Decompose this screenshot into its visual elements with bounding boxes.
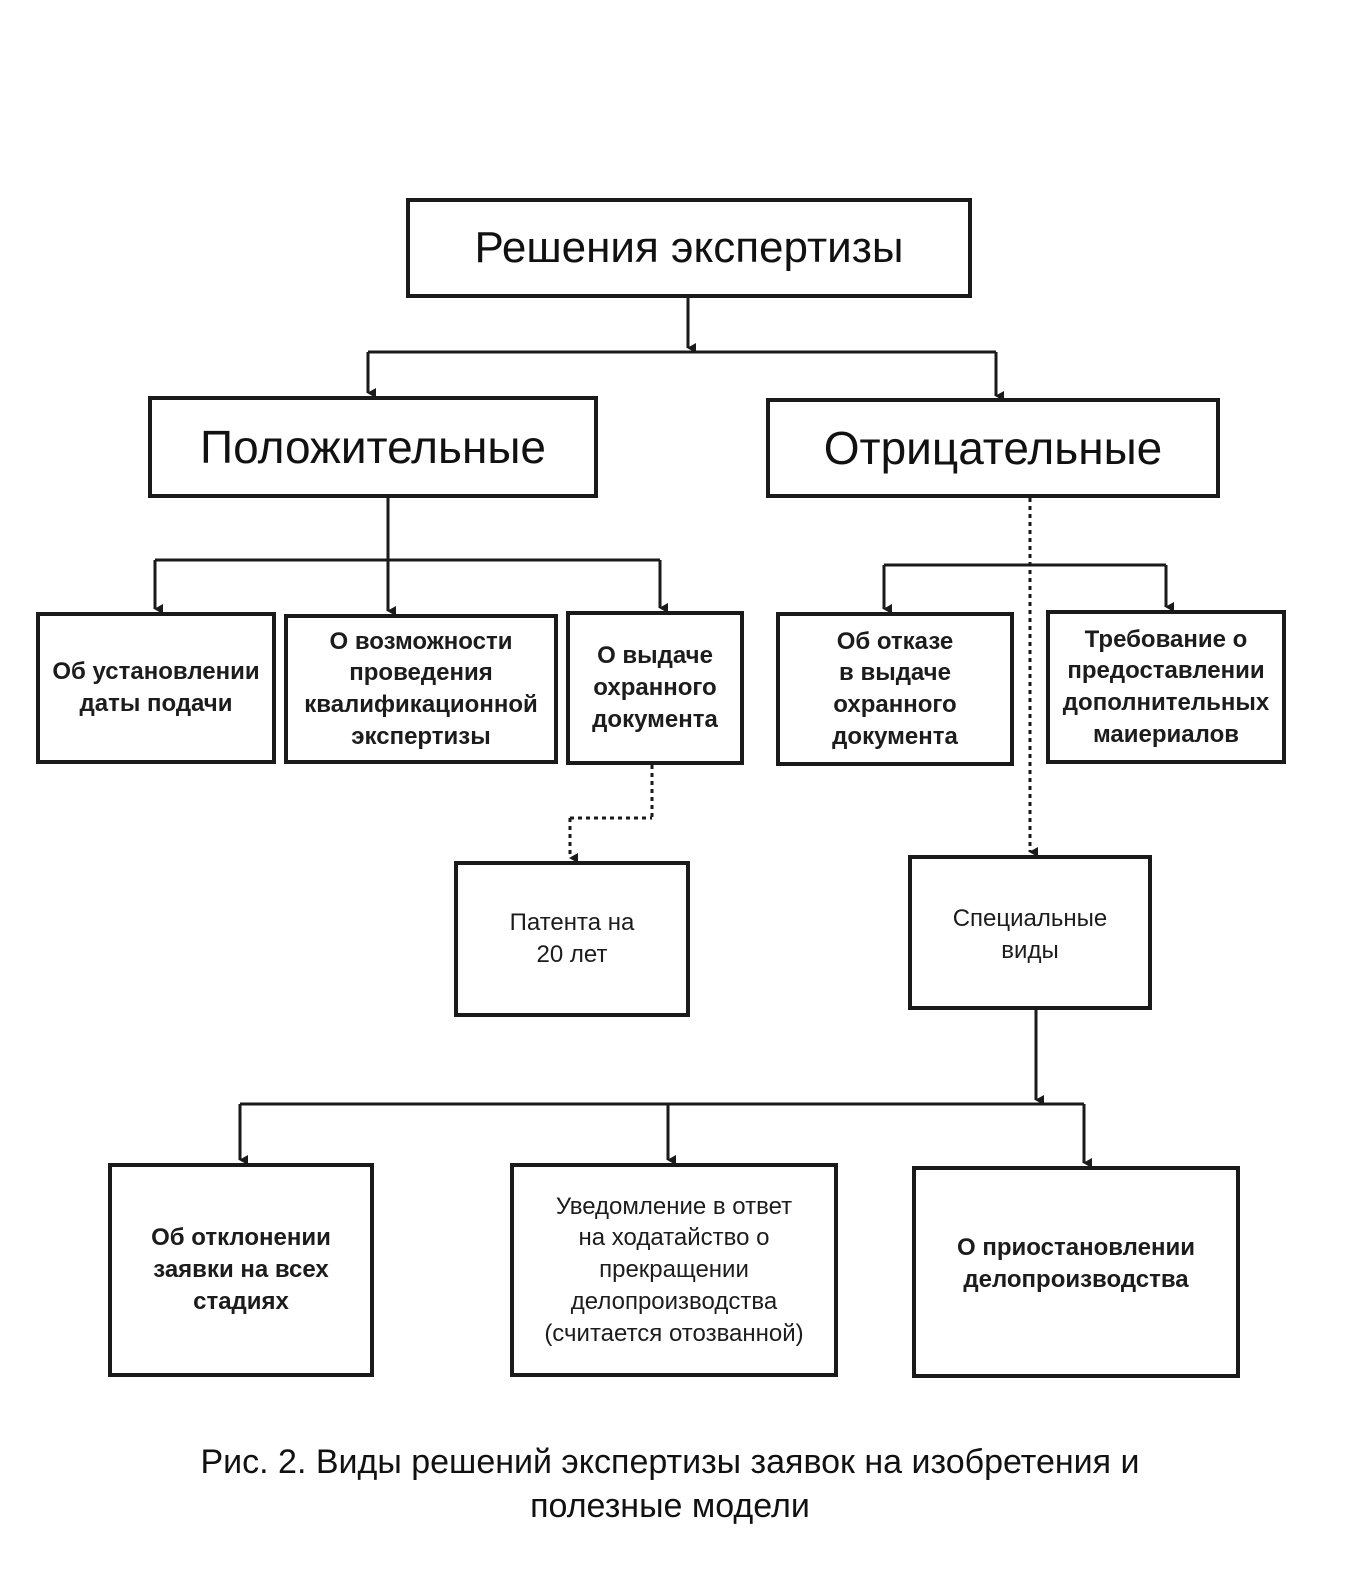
- root-box: Решения экспертизы: [406, 198, 972, 298]
- patent-box: Патента на 20 лет: [454, 861, 690, 1017]
- qualification-box: О возможности проведения квалификационно…: [284, 614, 558, 764]
- negative-box: Отрицательные: [766, 398, 1220, 498]
- positive-box: Положительные: [148, 396, 598, 498]
- issuance-box: О выдаче охранного документа: [566, 611, 744, 765]
- rejection-box: Об отклонении заявки на всех стадиях: [108, 1163, 374, 1377]
- figure-caption: Рис. 2. Виды решений экспертизы заявок н…: [200, 1443, 1140, 1526]
- special-box: Специальные виды: [908, 855, 1152, 1010]
- request-box: Требование о предоставлении дополнительн…: [1046, 610, 1286, 764]
- refusal-box: Об отказе в выдаче охранного документа: [776, 612, 1014, 766]
- notification-box: Уведомление в ответ на ходатайство о пре…: [510, 1163, 838, 1377]
- date-box: Об установлении даты подачи: [36, 612, 276, 764]
- suspension-box: О приостановлении делопроизводства: [912, 1166, 1240, 1378]
